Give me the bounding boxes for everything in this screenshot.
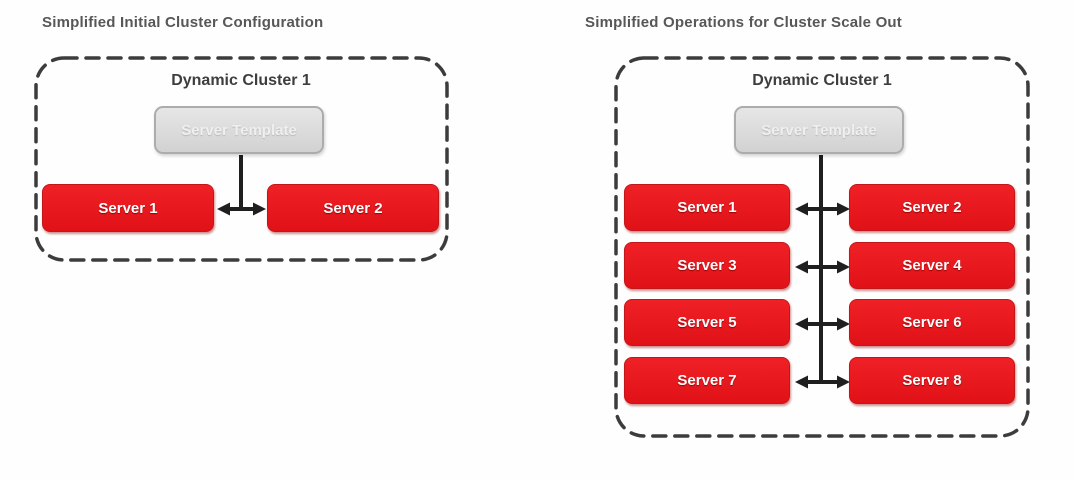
server-box: Server 4 xyxy=(849,242,1015,289)
left-cluster-name-label: Dynamic Cluster 1 xyxy=(171,72,311,89)
left-cluster-container: Dynamic Cluster 1 Server Template Server… xyxy=(34,57,448,262)
server-box: Server 3 xyxy=(624,242,790,289)
server-box: Server 7 xyxy=(624,357,790,404)
server-box: Server 1 xyxy=(624,184,790,231)
right-cluster-name-label: Dynamic Cluster 1 xyxy=(752,72,892,89)
left-server-template-box: Server Template xyxy=(154,106,324,154)
server-box: Server 5 xyxy=(624,299,790,346)
server-box: Server 6 xyxy=(849,299,1015,346)
right-cluster-container: Dynamic Cluster 1 Server Template Server… xyxy=(614,57,1030,437)
server-box: Server 8 xyxy=(849,357,1015,404)
right-server-template-box: Server Template xyxy=(734,106,904,154)
server-box: Server 2 xyxy=(267,184,439,232)
right-panel-title: Simplified Operations for Cluster Scale … xyxy=(585,14,902,31)
left-panel-title: Simplified Initial Cluster Configuration xyxy=(42,14,324,31)
server-box: Server 1 xyxy=(42,184,214,232)
server-box: Server 2 xyxy=(849,184,1015,231)
